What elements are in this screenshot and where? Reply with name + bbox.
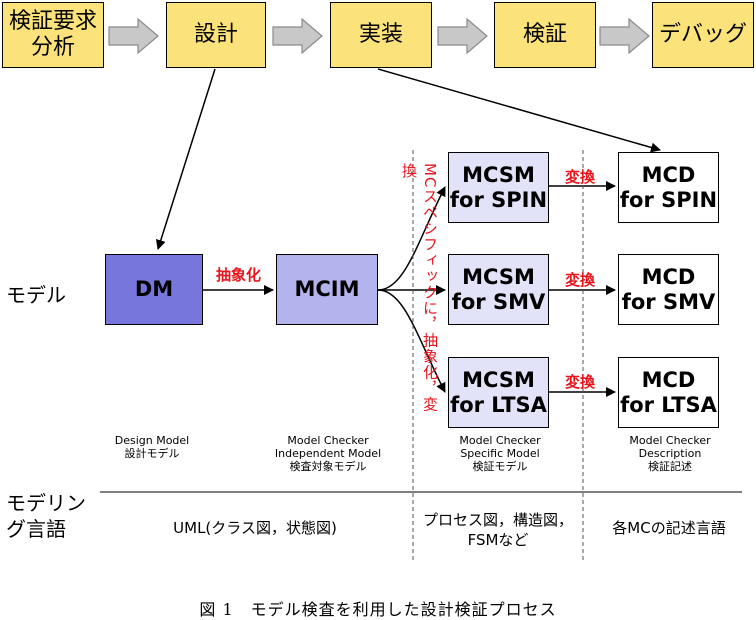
process-step-requirements-analysis: 検証要求 分析 [2,2,104,68]
box-mcd-smv: MCD for SMV [618,254,719,325]
language-mc: 各MCの記述言語 [612,519,726,537]
flow-arrow-1 [108,18,159,54]
flow-arrow-2 [272,18,323,54]
side-label-modeling-language: モデリン グ言語 [6,491,86,541]
arrow-mcim-to-mcsm-ltsa [377,289,446,393]
caption-mcd: Model Checker Description 検証記述 [629,434,711,473]
label-abstraction: 抽象化 [216,266,262,284]
language-process: プロセス図，構造図， FSMなど [422,511,573,549]
arrow-mcim-to-mcsm-spin [377,186,446,291]
arrow-design-to-dm [155,68,216,250]
process-step-debugging: デバッグ [652,2,754,68]
caption-mcim: Model Checker Independent Model 検査対象モデル [274,434,382,473]
process-step-verification: 検証 [494,2,596,68]
figure-caption: 図 1 モデル検査を利用した設計検証プロセス [199,600,557,619]
box-mcsm-spin: MCSM for SPIN [448,152,549,223]
flow-arrow-4 [599,18,650,54]
box-mcim: MCIM [276,254,378,325]
box-dm: DM [105,254,203,325]
language-uml: UML(クラス図，状態図) [173,519,337,537]
caption-mcsm: Model Checker Specific Model 検証モデル [459,434,541,473]
box-mcd-spin: MCD for SPIN [618,152,719,223]
label-mc-specific: MCスペシフィックに，抽象化，変換 [400,163,439,413]
label-transform-smv: 変換 [565,271,596,289]
box-mcd-ltsa: MCD for LTSA [618,357,719,428]
caption-dm: Design Model 設計モデル [114,434,190,460]
process-step-design: 設計 [166,2,266,68]
arrow-impl-to-mcd [377,68,661,153]
flow-arrow-3 [437,18,488,54]
side-label-model: モデル [6,283,66,307]
process-step-implementation: 実装 [330,2,432,68]
label-transform-spin: 変換 [565,168,596,186]
label-transform-ltsa: 変換 [565,373,596,391]
box-mcsm-ltsa: MCSM for LTSA [448,357,549,428]
box-mcsm-smv: MCSM for SMV [448,254,549,325]
